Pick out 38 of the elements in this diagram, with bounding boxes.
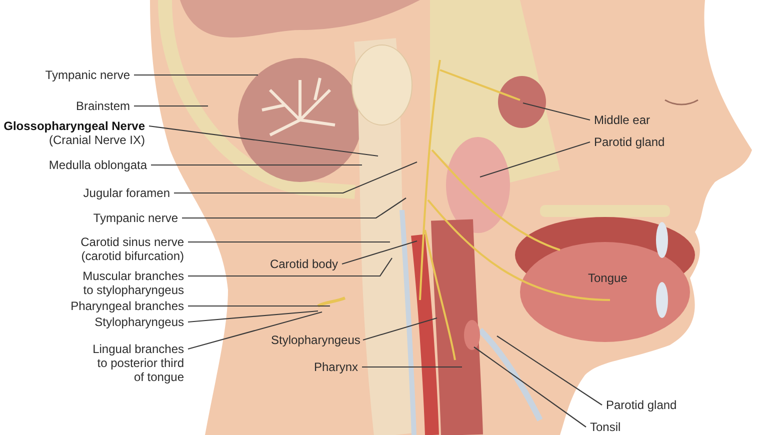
anatomy-label: Pharyngeal branches [70,299,184,313]
anatomy-label: Middle ear [594,113,652,127]
leader-line [188,311,322,350]
leader-line [134,105,208,107]
anatomy-label: Parotid gland [594,135,666,149]
leader-line [188,305,330,307]
leader-line [134,74,258,76]
anatomy-label: Medulla oblongata [48,158,147,172]
leader-line [188,241,390,243]
anatomy-label: Stylopharyngeus [271,333,359,347]
anatomy-label: Tympanic nerve [44,68,130,82]
leader-line [174,162,418,194]
leader-line [188,310,318,323]
anatomy-label: Muscular branches to stylopharyngeus [82,269,184,297]
leader-line [480,141,590,178]
anatomy-label: (Cranial Nerve IX) [48,133,145,147]
anatomy-label: Jugular foramen [82,186,170,200]
anatomy-label: Tympanic nerve [92,211,178,225]
leader-line [522,102,590,121]
anatomy-label: Lingual branches to posterior third of tongue [92,342,184,384]
leader-line [496,336,602,406]
leader-line [474,346,586,428]
anatomy-label: Carotid body [268,257,338,271]
leader-line [362,366,462,368]
leader-line [148,125,378,157]
anatomy-label: Parotid gland [606,398,678,412]
anatomy-label: Tongue [588,271,628,285]
anatomy-label: Glossopharyngeal Nerve [2,119,145,133]
anatomy-label: Tonsil [590,420,622,434]
anatomy-label: Carotid sinus nerve (carotid bifurcation) [80,235,184,263]
leader-line [188,258,392,277]
anatomy-label: Brainstem [74,99,130,113]
leader-line [151,164,362,166]
leader-line [182,198,406,219]
leader-line [362,317,438,341]
anatomy-label: Stylopharyngeus [94,315,184,329]
anatomy-label: Pharynx [312,360,358,374]
leader-line [342,240,418,265]
